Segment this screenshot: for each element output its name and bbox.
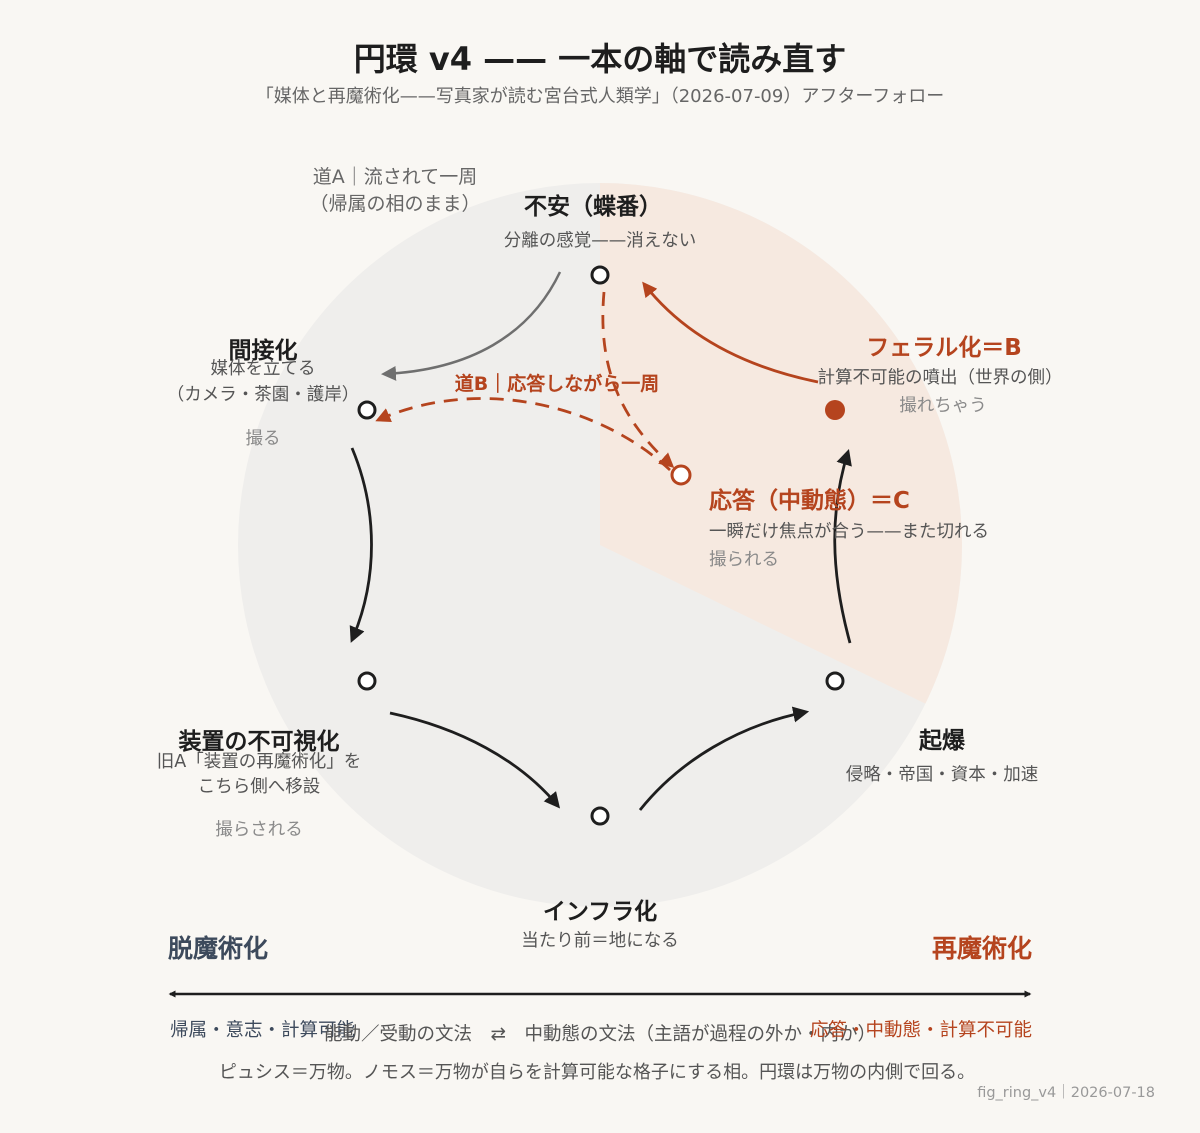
- node-response-title: 応答（中動態）＝C: [709, 487, 910, 514]
- node-detonation-title: 起爆: [919, 728, 966, 754]
- node-indirect-title: 間接化: [229, 337, 298, 364]
- road-b-anxiety-to-response: [601, 291, 675, 469]
- page-title: 円環 v4 —— 一本の軸で読み直す: [354, 40, 847, 78]
- node-feral-title: フェラル化＝B: [866, 334, 1022, 361]
- node-detonation-sub: 侵略・帝国・資本・加速: [846, 765, 1039, 785]
- node-infra-sub: 当たり前＝地になる: [521, 931, 679, 951]
- axis-right-title: 再魔術化: [932, 934, 1032, 963]
- axis-left-title: 脱魔術化: [168, 934, 268, 963]
- node-invisible-sub-1: 旧A「装置の再魔術化」を: [157, 752, 361, 772]
- footer-note: ピュシス＝万物。ノモス＝万物が自らを計算可能な格子にする相。円環は万物の内側で回…: [219, 1062, 975, 1083]
- road-a-label: 道A｜流されて一周: [313, 166, 477, 188]
- node-infra-marker: [590, 806, 610, 826]
- node-invisible-marker: [357, 671, 377, 691]
- road-b-label: 道B｜応答しながら一周: [455, 372, 659, 395]
- ring-arrow-infra-to-detonation: [638, 706, 810, 811]
- node-infra-title: インフラ化: [543, 898, 657, 925]
- node-anxiety-marker: [590, 265, 610, 285]
- node-response-note: 撮られる: [709, 550, 779, 570]
- node-feral-note: 撮れちゃう: [899, 396, 987, 416]
- node-indirect-sub-1: 媒体を立てる: [211, 359, 316, 379]
- node-indirect-sub-2: （カメラ・茶園・護岸）: [167, 385, 360, 405]
- figure-credit: fig_ring_v4｜2026-07-18: [977, 1084, 1155, 1101]
- axis-right-text: 応答・中動態・計算不可能: [810, 1020, 1032, 1041]
- node-indirect-marker: [357, 400, 377, 420]
- axis-left-text: 帰属・意志・計算可能: [170, 1020, 355, 1041]
- ring-arrow-detonation-to-feral: [833, 448, 852, 644]
- axis-center-text: 能動／受動の文法 ⇄ 中動態の文法（主語が過程の外か・内か）: [324, 1024, 876, 1045]
- ring-arrow-indirect-to-invisible: [349, 447, 373, 643]
- node-feral-marker: [825, 400, 845, 420]
- road-a-label-2: （帰属の相のまま）: [309, 193, 480, 215]
- node-anxiety-sub: 分離の感覚——消えない: [504, 231, 697, 251]
- node-invisible-note: 撮らされる: [215, 820, 303, 840]
- ring-arrow-invisible-to-infra: [389, 711, 561, 809]
- node-invisible-title: 装置の不可視化: [179, 728, 340, 755]
- node-feral-sub: 計算不可能の噴出（世界の側）: [818, 368, 1063, 388]
- arrow-feral-to-anxiety: [642, 281, 819, 384]
- node-response-marker: [670, 464, 692, 486]
- node-detonation-marker: [825, 671, 845, 691]
- page-subtitle: 「媒体と再魔術化——写真家が読む宮台式人類学」（2026-07-09）アフターフ…: [256, 86, 945, 107]
- road-a-arrow: [381, 271, 562, 381]
- node-indirect-note: 撮る: [246, 429, 281, 449]
- node-invisible-sub-2: こちら側へ移設: [198, 777, 321, 797]
- node-response-sub: 一瞬だけ焦点が合う——また切れる: [709, 522, 989, 542]
- node-anxiety-title: 不安（蝶番）: [524, 193, 662, 220]
- road-b-response-to-indirect: [375, 397, 671, 472]
